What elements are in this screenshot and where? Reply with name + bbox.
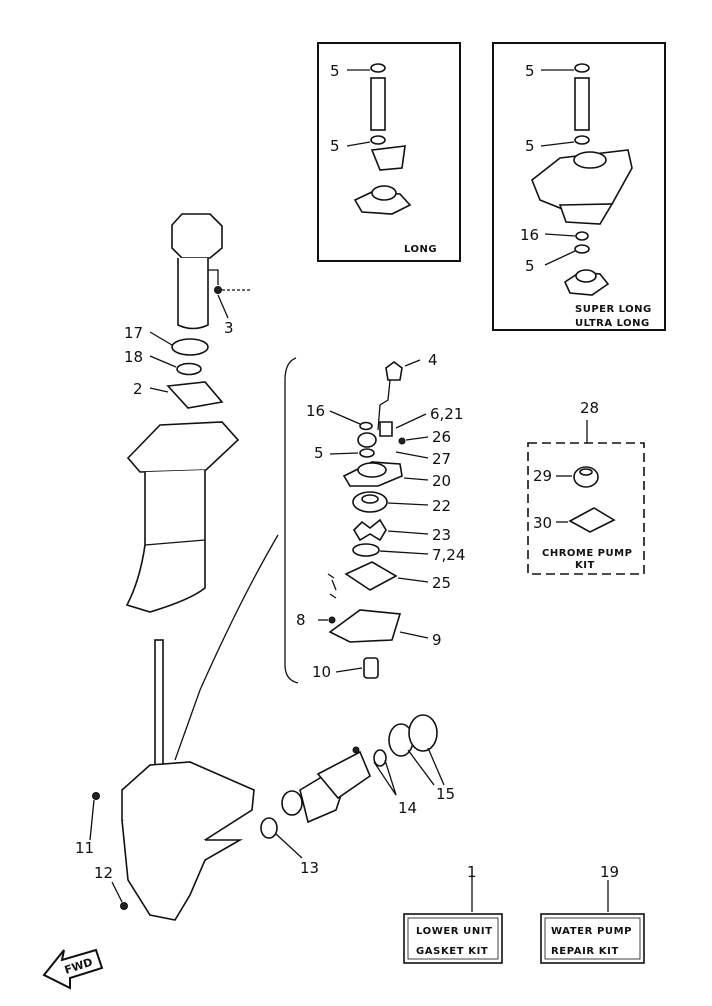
callout-5: 5 — [525, 257, 535, 275]
exhaust-guide-assembly: 3 17 18 2 — [124, 213, 250, 409]
callout-19: 19 — [600, 863, 619, 881]
callout-2: 2 — [133, 380, 143, 398]
callout-16: 16 — [520, 226, 539, 244]
super-long-inset: 5 5 16 5 SUPER LONG ULTRA LONG — [492, 42, 666, 331]
callout-15: 15 — [436, 785, 455, 803]
kit-label-line1: WATER PUMP — [551, 926, 632, 937]
lower-unit-gasket-kit: 1 LOWER UNIT GASKET KIT — [403, 863, 503, 964]
upper-casing — [125, 421, 240, 613]
assembly-bracket — [284, 357, 299, 684]
callout-11: 11 — [75, 839, 94, 857]
chrome-pump-kit: 28 29 30 CHROME PUMP KIT — [527, 399, 645, 575]
chrome-kit-caption: CHROME PUMP — [542, 548, 632, 559]
callout-4: 4 — [428, 351, 438, 369]
long-shaft-inset: 5 5 LONG — [317, 42, 461, 262]
callout-9: 9 — [432, 631, 442, 649]
kit-label-line2: GASKET KIT — [416, 946, 488, 957]
super-long-caption: SUPER LONG — [575, 304, 652, 315]
callout-10: 10 — [312, 663, 331, 681]
callout-5: 5 — [314, 444, 324, 462]
callout-26: 26 — [432, 428, 451, 446]
callout-28: 28 — [580, 399, 599, 417]
callout-7-24: 7,24 — [432, 546, 465, 564]
callout-20: 20 — [432, 472, 451, 490]
callout-13: 13 — [300, 859, 319, 877]
fwd-arrow-icon: FWD — [42, 948, 104, 990]
callout-14: 14 — [398, 799, 417, 817]
assembly-leader — [174, 534, 279, 761]
kit-label-line2: REPAIR KIT — [551, 946, 619, 957]
water-pump-parts: 4 16 6,21 5 26 27 20 22 23 7,24 25 — [296, 351, 465, 681]
callout-25: 25 — [432, 574, 451, 592]
callout-16: 16 — [306, 402, 325, 420]
water-pump-repair-kit: 19 WATER PUMP REPAIR KIT — [540, 863, 645, 964]
callout-12: 12 — [94, 864, 113, 882]
ultra-long-caption: ULTRA LONG — [575, 318, 650, 329]
gearcase-assembly: 11 12 13 14 15 — [75, 639, 455, 921]
callout-18: 18 — [124, 348, 143, 366]
callout-30: 30 — [533, 514, 552, 532]
callout-29: 29 — [533, 467, 552, 485]
callout-22: 22 — [432, 497, 451, 515]
callout-27: 27 — [432, 450, 451, 468]
callout-5: 5 — [330, 137, 340, 155]
chrome-kit-caption-kit: KIT — [575, 560, 595, 571]
callout-5: 5 — [525, 62, 535, 80]
callout-8: 8 — [296, 611, 306, 629]
callout-1: 1 — [467, 863, 477, 881]
callout-5: 5 — [525, 137, 535, 155]
long-caption: LONG — [404, 244, 437, 255]
callout-6-21: 6,21 — [430, 405, 463, 423]
callout-3: 3 — [224, 319, 234, 337]
kit-label-line1: LOWER UNIT — [416, 926, 493, 937]
callout-5: 5 — [330, 62, 340, 80]
callout-17: 17 — [124, 324, 143, 342]
callout-23: 23 — [432, 526, 451, 544]
